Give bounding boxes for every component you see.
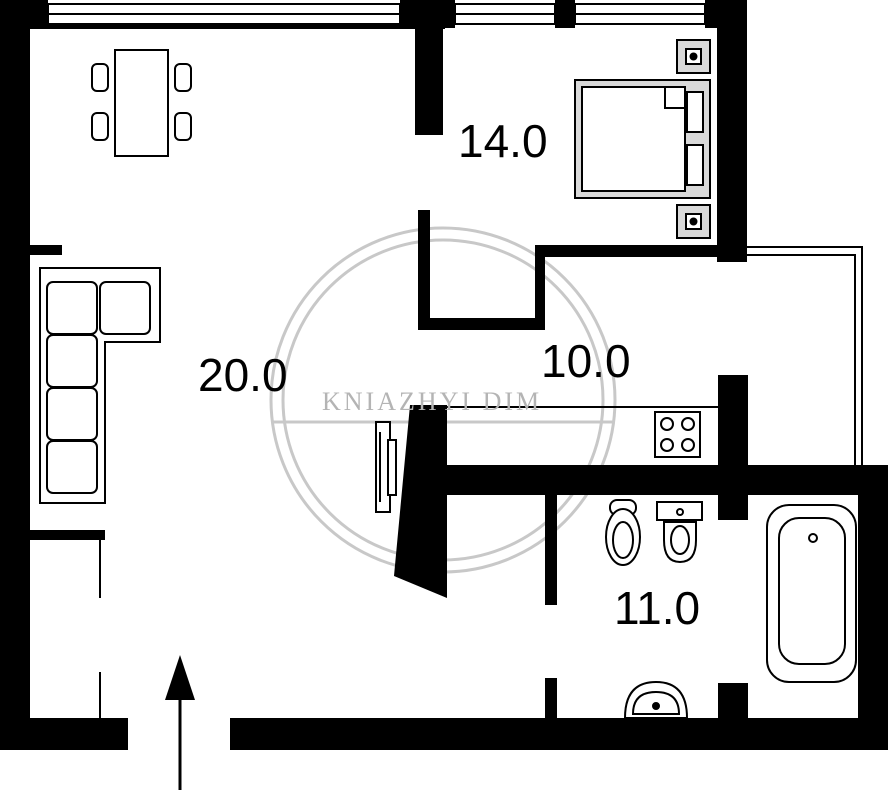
- kitchen-area: 10.0: [541, 335, 631, 387]
- stove-icon: [654, 411, 701, 458]
- bathroom-area: 11.0: [614, 582, 701, 634]
- entrance-arrow-icon: [165, 655, 195, 790]
- sofa-icon: [39, 267, 161, 504]
- pillow-icon: [686, 91, 704, 186]
- sink-icon: [623, 680, 689, 719]
- bedroom-area: 14.0: [458, 115, 548, 167]
- tv-icon: [375, 421, 397, 513]
- toilet-icon: [605, 499, 641, 566]
- balcony: [745, 246, 863, 475]
- chair-icon: [91, 63, 192, 141]
- windows: [47, 3, 706, 25]
- bathtub-icon: [766, 504, 857, 683]
- bidet-icon: [656, 501, 703, 564]
- watermark-text: KNIAZHYI DIM: [322, 387, 543, 416]
- living-room-area: 20.0: [198, 349, 288, 401]
- dining-table-icon: [114, 49, 169, 157]
- walls: [0, 0, 888, 750]
- nightstand-icon: [676, 39, 711, 239]
